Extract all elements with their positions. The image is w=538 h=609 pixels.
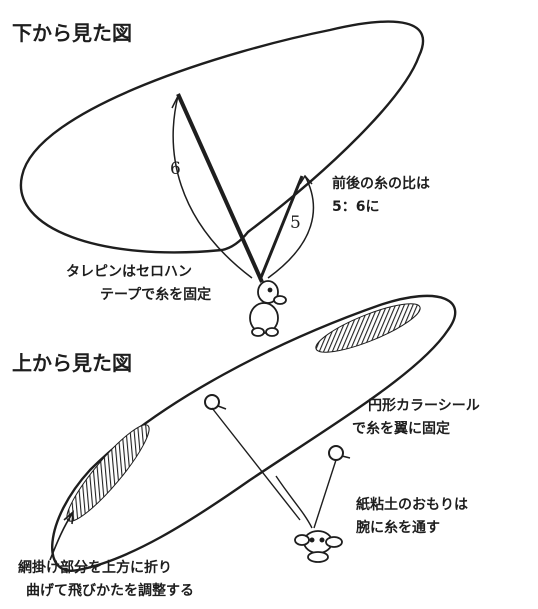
pilot-figure-icon bbox=[249, 280, 287, 337]
tape-note-line1: タレピンはセロハン bbox=[66, 264, 192, 280]
arc-6 bbox=[172, 95, 253, 279]
front-string bbox=[176, 93, 264, 283]
fold-area-right bbox=[315, 303, 421, 353]
arc-tick-5 bbox=[299, 174, 313, 185]
seal-note-line1: 円形カラーシール bbox=[368, 398, 480, 414]
rear-string bbox=[258, 175, 304, 281]
ratio-note-line2: 5：6に bbox=[332, 199, 380, 215]
length-label-5: 5 bbox=[290, 213, 301, 233]
seal-note-line2: で糸を翼に固定 bbox=[352, 421, 450, 437]
arc-tick-6 bbox=[171, 94, 185, 109]
string-top-rear bbox=[313, 459, 337, 529]
seal-tail-rear bbox=[341, 455, 351, 459]
tape-note-line2: テープで糸を固定 bbox=[100, 287, 212, 303]
color-seal-front bbox=[204, 394, 220, 410]
fold-arrow-icon bbox=[49, 513, 73, 561]
title-bottom-view: 下から見た図 bbox=[12, 21, 132, 45]
seal-tail-front bbox=[217, 405, 227, 410]
title-top-view: 上から見た図 bbox=[12, 351, 132, 375]
ratio-note-line1: 前後の糸の比は bbox=[332, 176, 430, 192]
string-top-front bbox=[211, 407, 301, 521]
fold-note-line2: 曲げて飛びかたを調整する bbox=[26, 583, 194, 599]
arc-5 bbox=[267, 175, 315, 279]
string-top-arc bbox=[275, 475, 313, 529]
clay-note-line1: 紙粘土のおもりは bbox=[356, 497, 468, 513]
wing-outline-top-view bbox=[51, 294, 457, 572]
fold-note-line1: 網掛け部分を上方に折り bbox=[18, 560, 172, 576]
color-seal-rear bbox=[328, 445, 344, 461]
fold-arrowhead-icon bbox=[63, 510, 74, 525]
length-label-6: 6 bbox=[170, 159, 181, 179]
clay-weight-icon bbox=[294, 530, 343, 563]
wing-outline-bottom-view bbox=[19, 20, 425, 254]
clay-note-line2: 腕に糸を通す bbox=[356, 520, 440, 536]
